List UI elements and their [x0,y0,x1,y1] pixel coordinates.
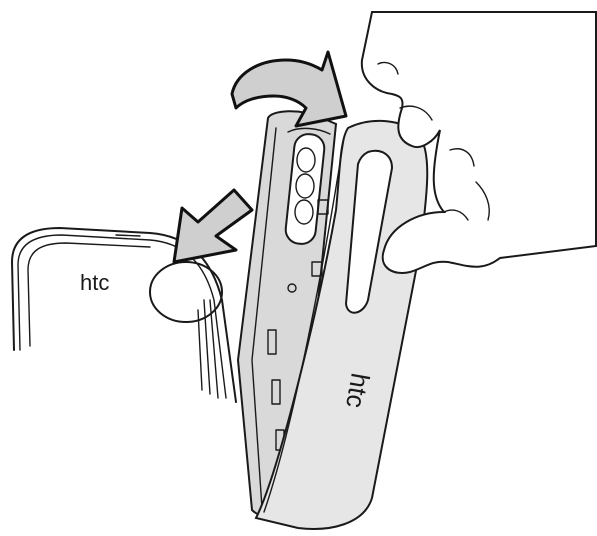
press-down-arrow-icon [174,190,252,262]
back-htc-logo: htc [340,371,376,410]
front-htc-logo: htc [80,270,109,295]
